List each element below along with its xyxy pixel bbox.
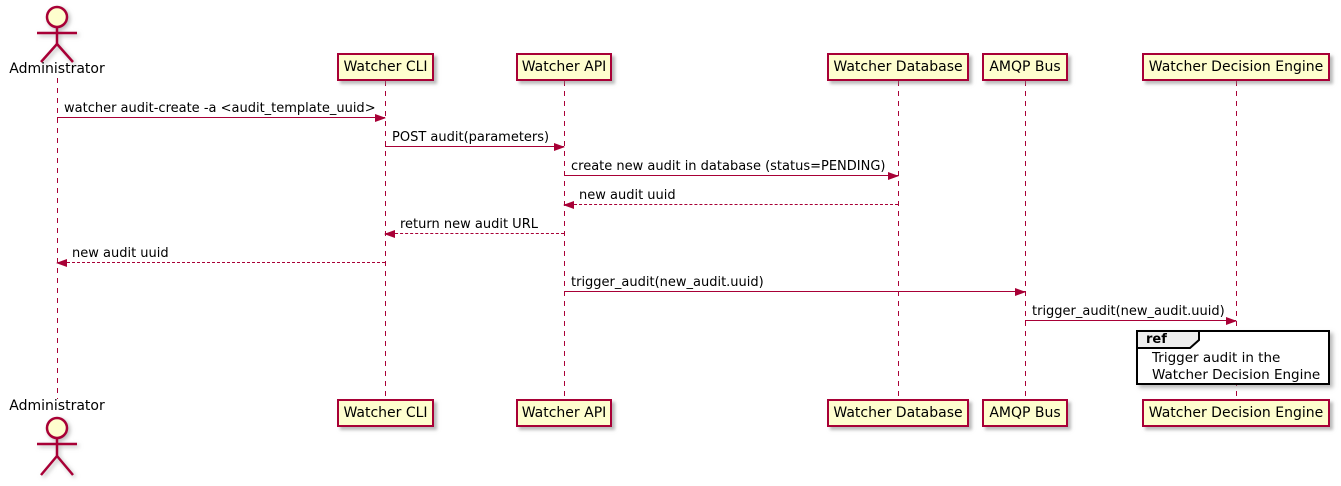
arrowhead-icon [888,172,899,180]
participant-watcher-decision-engine-bottom: Watcher Decision Engine [1142,399,1330,427]
ref-text: Trigger audit in the Watcher Decision En… [1152,350,1321,383]
lifeline-watcher-decision-engine [1236,81,1237,399]
message-audit-create: watcher audit-create -a <audit_template_… [57,100,386,122]
ref-keyword: ref [1146,332,1167,347]
participant-watcher-cli-top: Watcher CLI [337,53,434,81]
message-trigger-audit-engine: trigger_audit(new_audit.uuid) [1025,303,1237,325]
actor-label-bottom: Administrator [9,398,105,414]
participant-amqp-bus-bottom: AMQP Bus [982,399,1068,427]
lifeline-watcher-cli [385,81,386,399]
actor-label-top: Administrator [9,61,105,77]
participant-watcher-database-bottom: Watcher Database [827,399,969,427]
message-create-new-audit: create new audit in database (status=PEN… [564,158,899,180]
participant-watcher-api-bottom: Watcher API [516,399,612,427]
participant-watcher-decision-engine-top: Watcher Decision Engine [1142,53,1330,81]
message-return-audit-url: return new audit URL [384,216,564,238]
arrowhead-icon [563,201,574,209]
arrowhead-icon [1015,288,1026,296]
arrowhead-icon [56,259,67,267]
arrowhead-icon [1226,317,1237,325]
arrowhead-icon [375,114,386,122]
ref-tab-icon [1136,330,1200,349]
actor-icon [37,5,77,63]
lifeline-administrator [57,78,58,399]
participant-watcher-database-top: Watcher Database [827,53,969,81]
arrowhead-icon [554,143,565,151]
message-new-audit-uuid-db: new audit uuid [563,187,898,209]
lifeline-watcher-api [564,81,565,399]
participant-watcher-cli-bottom: Watcher CLI [337,399,434,427]
lifeline-watcher-database [898,81,899,399]
ref-fragment: ref Trigger audit in the Watcher Decisio… [1136,330,1330,385]
actor-icon [37,416,77,476]
message-new-audit-uuid-cli: new audit uuid [56,245,385,267]
arrowhead-icon [384,230,395,238]
participant-watcher-api-top: Watcher API [516,53,612,81]
message-trigger-audit-amqp: trigger_audit(new_audit.uuid) [564,274,1026,296]
message-post-audit: POST audit(parameters) [385,129,565,151]
lifeline-amqp-bus [1025,81,1026,399]
participant-amqp-bus-top: AMQP Bus [982,53,1068,81]
